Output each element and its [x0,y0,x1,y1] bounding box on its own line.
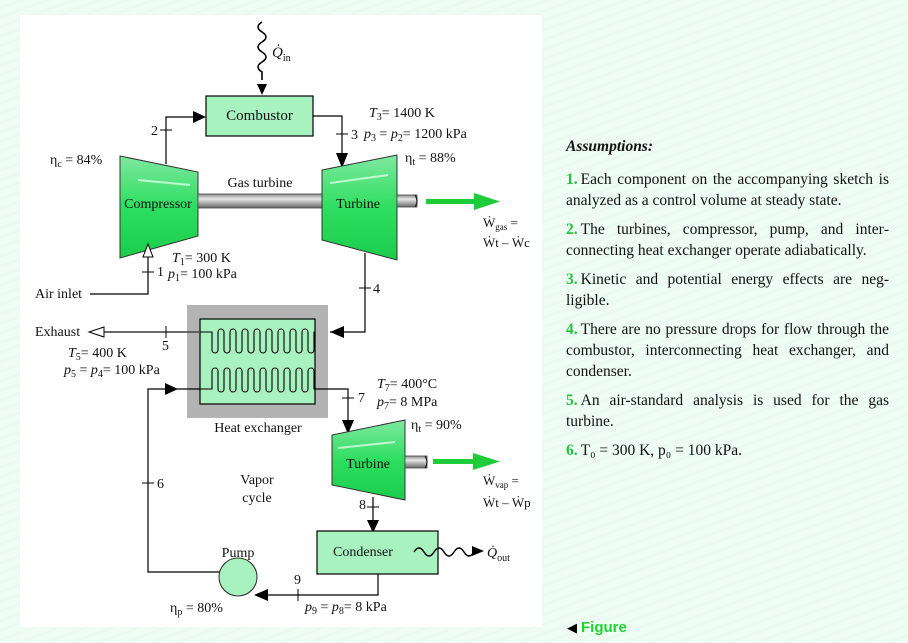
heat-input-label: Q̇in [272,45,291,64]
assumptions-heading: Assumptions: [566,138,654,155]
air-inlet-label: Air inlet [35,287,82,302]
heat-exchanger [199,318,316,405]
gas-net-work-formula: Ẇt – Ẇc [483,235,530,250]
assumption-item: 1.Each component on the accompanying ske… [566,171,889,209]
state-1-pressure: p1= 100 kPa [167,267,238,284]
state-9-label: 9 [294,573,301,588]
assumption-item: 3.Kinetic and potential energy effects a… [566,271,889,309]
condenser-label: Condenser [333,545,393,560]
state-3-pressure: p3 = p2= 1200 kPa [363,127,468,144]
compressor-efficiency: ηc = 84% [50,153,103,170]
state-4-label: 4 [373,282,380,297]
flow-line-3 [313,115,348,168]
condenser [316,530,439,575]
state-6-label: 6 [157,477,164,492]
state-7-label: 7 [358,391,365,406]
assumption-item: 4.There are no pressure drops for flow t… [566,321,889,380]
flow-line-7 [315,388,354,434]
vapor-net-work-label: Ẇvap = [483,473,519,490]
compressor [119,155,199,259]
heat-output-arrow [413,546,484,557]
state-2-label: 2 [151,124,158,139]
state-5-label: 5 [162,339,169,354]
assumption-item: 2.The turbines, compressor, pump, and in… [566,221,889,259]
hx-vapor-coil [200,367,315,393]
vapor-cycle-label-2: cycle [242,491,272,506]
state-3-label: 3 [351,128,358,143]
diagram-panel: Q̇in Combustor 2 3 T3= 1400 K p3 = p2= 1… [20,15,542,627]
state-7-pressure: p7= 8 MPa [376,395,438,412]
figure-link[interactable]: ◀ Figure [567,619,627,636]
combustor-label: Combustor [226,108,293,124]
flow-line-2 [160,111,206,164]
exhaust-line [87,326,200,338]
flow-line-8 [367,497,379,533]
vapor-turbine-efficiency: ηt = 90% [411,418,462,435]
vapor-turbine-label: Turbine [346,457,390,472]
assumption-item: 6.T₀ = 300 K, p₀ = 100 kPa. [566,442,742,459]
assumption-item: 5.An air-standard analysis is used for t… [566,392,889,430]
gas-net-work-label: Ẇgas = [483,215,518,232]
gas-turbine-shaft [197,193,323,209]
vapor-net-work-formula: Ẇt – Ẇp [483,495,531,510]
assumptions-panel: Assumptions: 1.Each component on the acc… [566,136,889,469]
flow-line-6 [142,383,236,573]
gas-turbine-label: Gas turbine [228,176,293,191]
flow-line-9 [254,574,379,601]
state-1-label: 1 [157,265,164,280]
state-3-temperature: T3= 1400 K [369,106,435,123]
gas-output-shaft [396,194,418,208]
heat-input-arrow [257,21,267,95]
state-5-pressure: p5 = p4= 100 kPa [63,363,161,380]
gas-turbine-unit-label: Turbine [336,197,380,212]
state-5-temperature: T5= 400 K [68,346,127,363]
cycle-schematic: Q̇in Combustor 2 3 T3= 1400 K p3 = p2= 1… [35,21,531,618]
figure-link-label: Figure [581,619,627,636]
pump-efficiency: ηp = 80% [170,601,223,618]
combustor [205,95,314,137]
triangle-left-icon: ◀ [567,619,577,635]
state-1-temperature: T1= 300 K [172,251,231,268]
vapor-work-arrow [433,453,500,470]
flow-line-4 [330,253,371,338]
hx-gas-coil [200,328,315,354]
gas-work-arrow [426,193,500,210]
vapor-cycle-label-1: Vapor [240,473,274,488]
state-7-temperature: T7= 400°C [377,377,437,394]
gas-turbine-efficiency: ηt = 88% [405,151,456,168]
heat-exchanger-label: Heat exchanger [214,421,302,436]
compressor-label: Compressor [124,197,192,212]
vapor-turbine [331,419,406,501]
exhaust-label: Exhaust [35,325,80,340]
vapor-output-shaft [404,455,428,469]
heat-output-label: Q̇out [487,545,510,564]
air-inlet-line [90,242,154,295]
state-8-label: 8 [359,498,366,513]
state-9-pressure: p9 = p8= 8 kPa [304,600,388,617]
pump [218,557,258,597]
pump-label: Pump [222,546,255,561]
